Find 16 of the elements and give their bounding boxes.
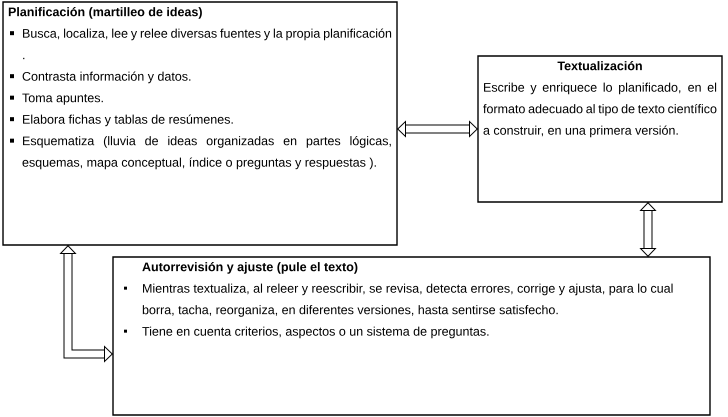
bullet-item: Tiene en cuenta criterios, aspectos o un sistema de preguntas. [124, 326, 488, 338]
bullet-item: Busca, localiza, lee y relee diversas fuentes y la propia planificación . [10, 28, 392, 60]
heading: Textualización [558, 61, 642, 70]
heading: Autorrevisión y ajuste (pule el texto) [142, 262, 358, 274]
text-box [477, 55, 723, 203]
bullet-item: Esquematiza (lluvia de ideas organizadas en partes lógicas, esquemas, mapa conceptual, índice o preguntas y respuestas ). [10, 136, 391, 170]
bullet-item: Contrasta información y datos. [10, 71, 190, 84]
bullet-item: Toma apuntes. [10, 94, 103, 105]
bullet-item: Elabora fichas y tablas de resúmenes. [10, 114, 233, 126]
body-text: Escribe y enriquece lo planificado, en el formato adecuado al tipo de texto científico a construir, en una primera versión. [483, 82, 716, 138]
text-box [112, 256, 711, 416]
text-box [2, 1, 398, 246]
double-arrow [639, 202, 657, 257]
double-arrow [397, 120, 478, 138]
heading: Planificación (martilleo de ideas) [8, 7, 202, 19]
bullet-item: Mientras textualiza, al releer y reescribir, se revisa, detecta errores, corrige y ajusta, para lo cual borra, tacha, reorganiza, en diferentes versiones, hasta sentirse satisfecho. [124, 284, 673, 317]
